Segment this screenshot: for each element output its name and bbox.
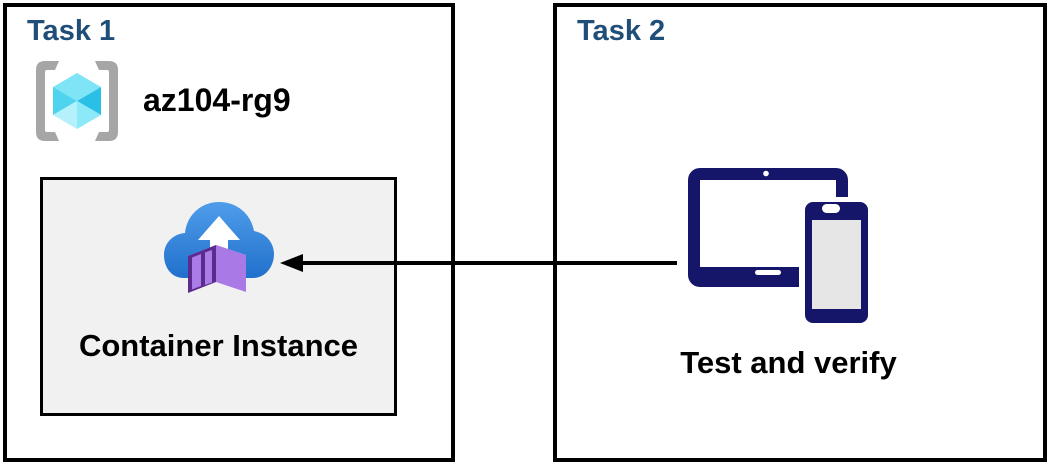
task2-title: Task 2 bbox=[577, 15, 666, 47]
devices-to-container-arrow bbox=[280, 254, 677, 272]
container-instance-label: Container Instance bbox=[78, 328, 359, 363]
task1-box: Task 1 az104-rg9 bbox=[3, 3, 455, 462]
resource-group-row: az104-rg9 bbox=[33, 59, 291, 148]
container-instance-panel: Container Instance bbox=[40, 177, 397, 416]
container-instance-icon bbox=[163, 194, 274, 317]
resource-group-name: az104-rg9 bbox=[143, 82, 291, 118]
task2-box: Task 2 Test and verify bbox=[553, 3, 1047, 462]
tablet-and-phone-icon bbox=[682, 162, 873, 332]
resource-group-icon bbox=[33, 59, 121, 148]
task1-title: Task 1 bbox=[27, 15, 116, 47]
devices-label: Test and verify bbox=[680, 345, 897, 380]
